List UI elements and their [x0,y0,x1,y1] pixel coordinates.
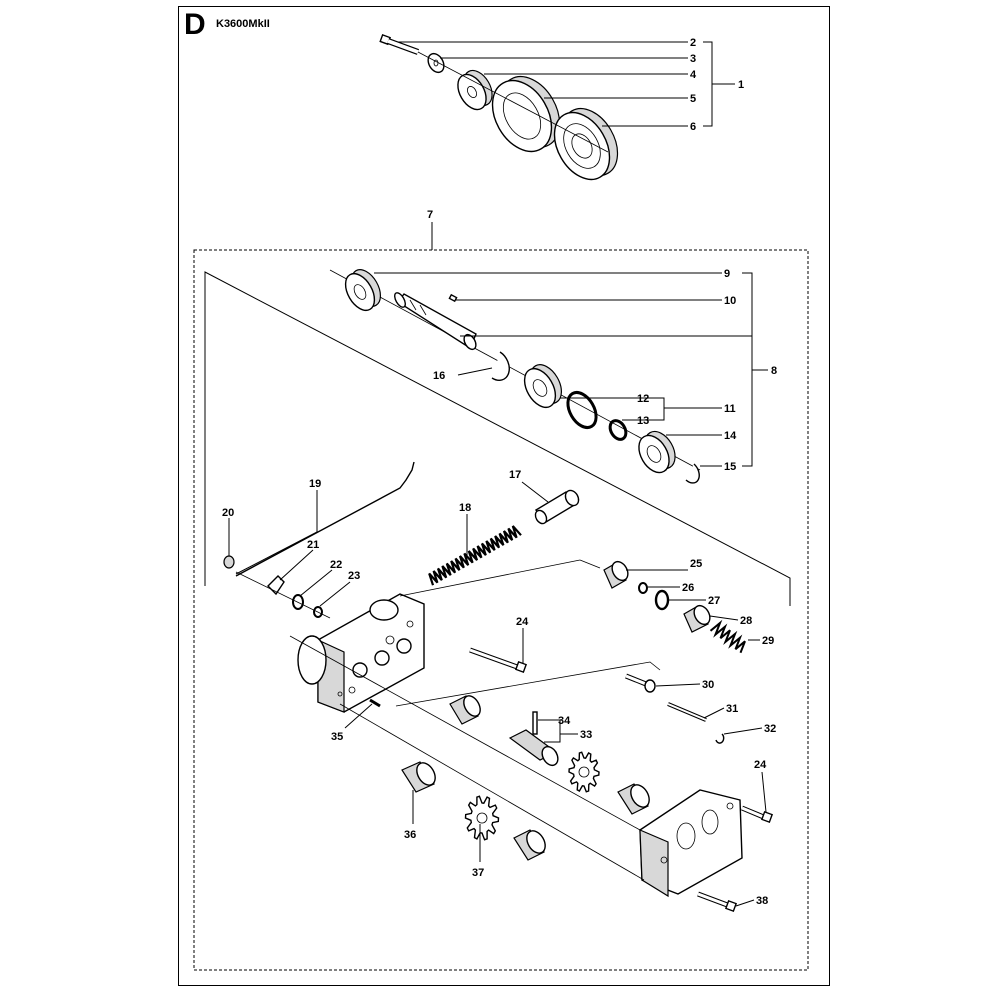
part-collar-4 [457,69,493,111]
part-screw-24-right [741,805,774,824]
callout-28: 28 [740,615,752,627]
part-pin-31 [667,702,707,722]
part-bushing-36 [401,761,436,793]
callout-5: 5 [690,93,696,105]
callout-17: 17 [509,469,521,481]
part-nut-20 [223,555,235,569]
part-o-ring-27 [654,589,670,611]
part-bearing-12 [523,364,562,409]
assembly-7-boundary [193,249,809,971]
callout-27: 27 [708,595,720,607]
part-gear-shaft-33 [508,729,559,767]
callout-35: 35 [331,731,343,743]
part-sleeve-25 [603,560,629,589]
part-o-ring-13 [608,419,628,441]
callout-3: 3 [690,53,696,65]
part-bushing-upper [449,695,481,725]
callout-26: 26 [682,582,694,594]
shaft-subassembly-outline [204,271,791,606]
part-pump-cover-left [297,593,425,713]
callout-31: 31 [726,703,738,715]
part-pump-housing-right [639,789,743,898]
callout-11: 11 [724,403,736,415]
part-dowel-35 [369,698,381,708]
callout-34: 34 [558,715,571,727]
callout-18: 18 [459,502,471,514]
callout-20: 20 [222,507,234,519]
callout-14: 14 [724,430,737,442]
part-bushing-right [617,783,650,815]
part-rod-19 [235,461,415,577]
part-spring-18 [428,525,522,586]
callout-16: 16 [433,370,445,382]
callout-29: 29 [762,635,774,647]
callout-6: 6 [690,121,696,133]
part-spring-29 [709,619,746,654]
pump-assembly [223,461,774,913]
callout-19: 19 [309,478,321,490]
callout-36: 36 [404,829,416,841]
top-assembly [379,33,619,181]
part-ring-5 [491,76,561,153]
callout-25: 25 [690,558,702,570]
part-o-ring-12 [566,390,598,430]
part-gear-37 [464,795,500,841]
callout-22: 22 [330,559,342,571]
part-clip-32 [715,733,725,744]
model-name: K3600MkII [216,18,270,30]
callout-1: 1 [738,79,744,91]
callout-37: 37 [472,867,484,879]
callout-38: 38 [756,895,768,907]
callout-21: 21 [307,539,319,551]
callout-32: 32 [764,723,776,735]
part-valve-28 [683,604,711,633]
part-o-ring-22 [292,594,304,610]
callout-2: 2 [690,37,696,49]
part-pin-30 [625,673,656,693]
part-piston-17 [534,489,580,525]
callout-9: 9 [724,268,730,280]
callout-4: 4 [690,69,697,81]
callout-24-upper: 24 [516,616,529,628]
part-washer-3 [427,52,445,74]
part-gear-upper [568,751,600,793]
part-bolt-2 [379,33,420,55]
section-letter: D [184,8,206,41]
callout-12: 12 [637,393,649,405]
callout-30: 30 [702,679,714,691]
part-circlip-15 [685,463,700,484]
callout-8: 8 [771,365,777,377]
part-flange-6 [553,107,619,181]
shaft-assembly [329,269,701,484]
callout-10: 10 [724,295,736,307]
part-bushing-lower [513,829,546,861]
part-key-10 [448,293,458,303]
callout-24-right: 24 [754,759,767,771]
part-screw-38 [697,891,738,913]
callout-33: 33 [580,729,592,741]
part-seal-9 [344,269,382,312]
callout-13: 13 [637,415,649,427]
part-circlip-16 [491,351,510,381]
part-screw-24-upper [469,647,528,674]
part-pin-34 [532,711,538,735]
part-shaft [394,292,477,351]
callout-23: 23 [348,570,360,582]
part-bearing-14 [638,430,676,474]
callout-15: 15 [724,461,736,473]
page-frame [178,6,830,986]
callout-7: 7 [427,209,433,221]
part-o-ring-23 [313,606,323,618]
part-o-ring-26 [638,582,648,594]
